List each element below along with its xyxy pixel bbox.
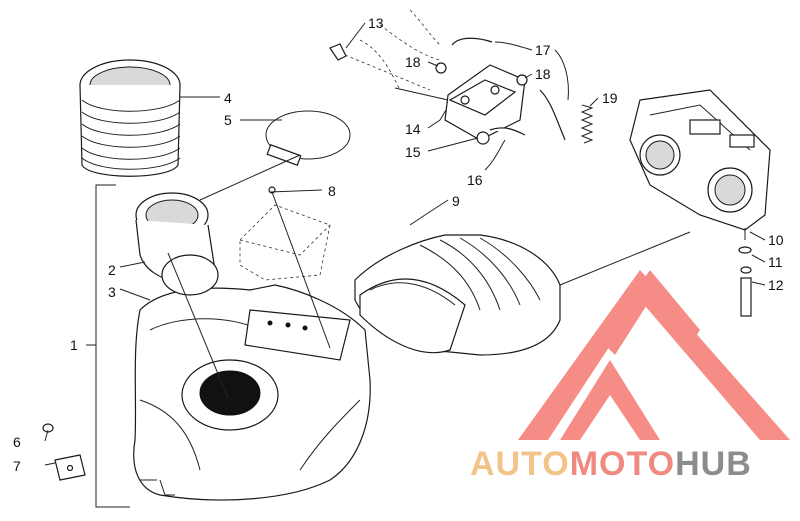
clamp <box>265 110 351 166</box>
callout-18-right: 18 <box>535 66 551 82</box>
callout-11: 11 <box>768 254 783 270</box>
leader-lines <box>44 22 766 481</box>
callout-17: 17 <box>535 42 551 58</box>
watermark-hub: HUB <box>675 445 752 483</box>
logo-m-right <box>600 270 700 355</box>
watermark-text: AUTOMOTOHUB <box>470 445 752 483</box>
intake-adapter <box>135 192 219 296</box>
spring <box>580 104 594 144</box>
small-fasteners <box>42 423 86 481</box>
bracket-1 <box>95 184 130 508</box>
callout-10: 10 <box>768 232 784 248</box>
callout-9: 9 <box>452 193 460 209</box>
callout-1: 1 <box>70 337 78 353</box>
watermark-moto: MOTO <box>570 445 675 483</box>
callout-14: 14 <box>405 121 421 137</box>
callout-3: 3 <box>108 284 116 300</box>
filter-box <box>239 186 331 349</box>
watermark-logo <box>518 270 790 440</box>
callout-18-left: 18 <box>405 54 421 70</box>
drain-parts <box>738 246 752 317</box>
callout-19: 19 <box>602 90 618 106</box>
callout-7: 7 <box>13 458 21 474</box>
callout-4: 4 <box>224 90 232 106</box>
fuel-tank <box>133 284 371 501</box>
fuel-pump <box>394 37 566 145</box>
callout-13: 13 <box>368 15 384 31</box>
callout-5: 5 <box>224 112 232 128</box>
logo-m-left <box>560 360 660 440</box>
callout-8: 8 <box>328 183 336 199</box>
callout-6: 6 <box>13 434 21 450</box>
callout-15: 15 <box>405 144 421 160</box>
callout-16: 16 <box>467 172 483 188</box>
watermark-auto: AUTO <box>470 445 570 483</box>
air-box-duct <box>354 231 691 356</box>
callout-2: 2 <box>108 262 116 278</box>
callout-12: 12 <box>768 277 784 293</box>
carburetor-assembly <box>629 89 771 240</box>
frame-bolt <box>329 9 441 91</box>
bellows <box>79 59 181 177</box>
